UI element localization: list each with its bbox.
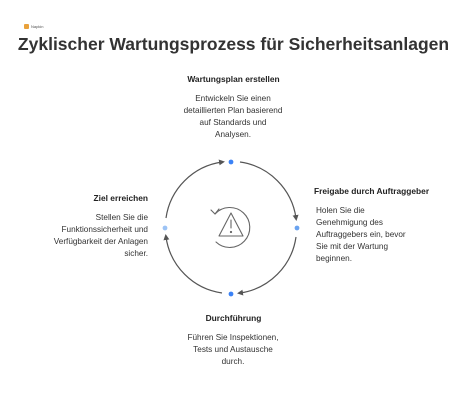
stage-desc-line: Sie mit der Wartung (316, 242, 389, 251)
stage-dot-bottom (228, 291, 234, 297)
stage-title-top: Wartungsplan erstellen (187, 74, 280, 84)
warning-triangle-cycle-icon (210, 207, 251, 249)
stage-desc-line: Entwickeln Sie einen (195, 94, 271, 103)
stage-dot-left (162, 225, 168, 231)
stage-desc-line: sicher. (124, 249, 148, 258)
stage-desc-line: Verfügbarkeit der Anlagen (53, 237, 148, 246)
stage-desc-right: Holen Sie die Genehmigung des Auftraggeb… (316, 205, 456, 265)
cycle-arrow-right-bottom (237, 236, 297, 296)
stage-desc-line: Funktionssicherheit und (61, 225, 148, 234)
stage-desc-line: Auftraggebers ein, bevor (316, 230, 406, 239)
stage-title-left: Ziel erreichen (93, 193, 148, 203)
cycle-arrow-top-right (239, 161, 299, 221)
page-title: Zyklischer Wartungsprozess für Sicherhei… (17, 34, 450, 54)
logo-icon (24, 24, 29, 29)
stage-desc-bottom: Führen Sie Inspektionen, Tests und Austa… (143, 332, 323, 368)
stage-desc-line: detaillierten Plan basierend (183, 106, 283, 115)
stage-desc-line: Führen Sie Inspektionen, (187, 333, 279, 342)
stage-desc-line: Analysen. (215, 130, 251, 139)
stage-desc-line: Genehmigung des (316, 218, 383, 227)
stage-desc-line: Tests und Austausche (193, 345, 273, 354)
stage-desc-left: Stellen Sie die Funktionssicherheit und … (20, 212, 148, 260)
stage-desc-top: Entwickeln Sie einen detaillierten Plan … (143, 93, 323, 141)
stage-title-bottom: Durchführung (205, 313, 262, 323)
cycle-arrow-bottom-left (163, 234, 223, 294)
stage-desc-line: beginnen. (316, 254, 352, 263)
cycle-arrow-left-top (165, 159, 225, 219)
stage-desc-line: Stellen Sie die (95, 213, 148, 222)
stage-desc-line: durch. (221, 357, 245, 366)
stage-dot-top (228, 159, 234, 165)
stage-title-right: Freigabe durch Auftraggeber (314, 186, 430, 196)
stage-desc-line: Holen Sie die (316, 206, 365, 215)
logo-text: Napkin (31, 24, 44, 29)
stage-desc-line: auf Standards und (199, 118, 267, 127)
brand-logo: Napkin (24, 24, 43, 29)
stage-dot-right (294, 225, 300, 231)
